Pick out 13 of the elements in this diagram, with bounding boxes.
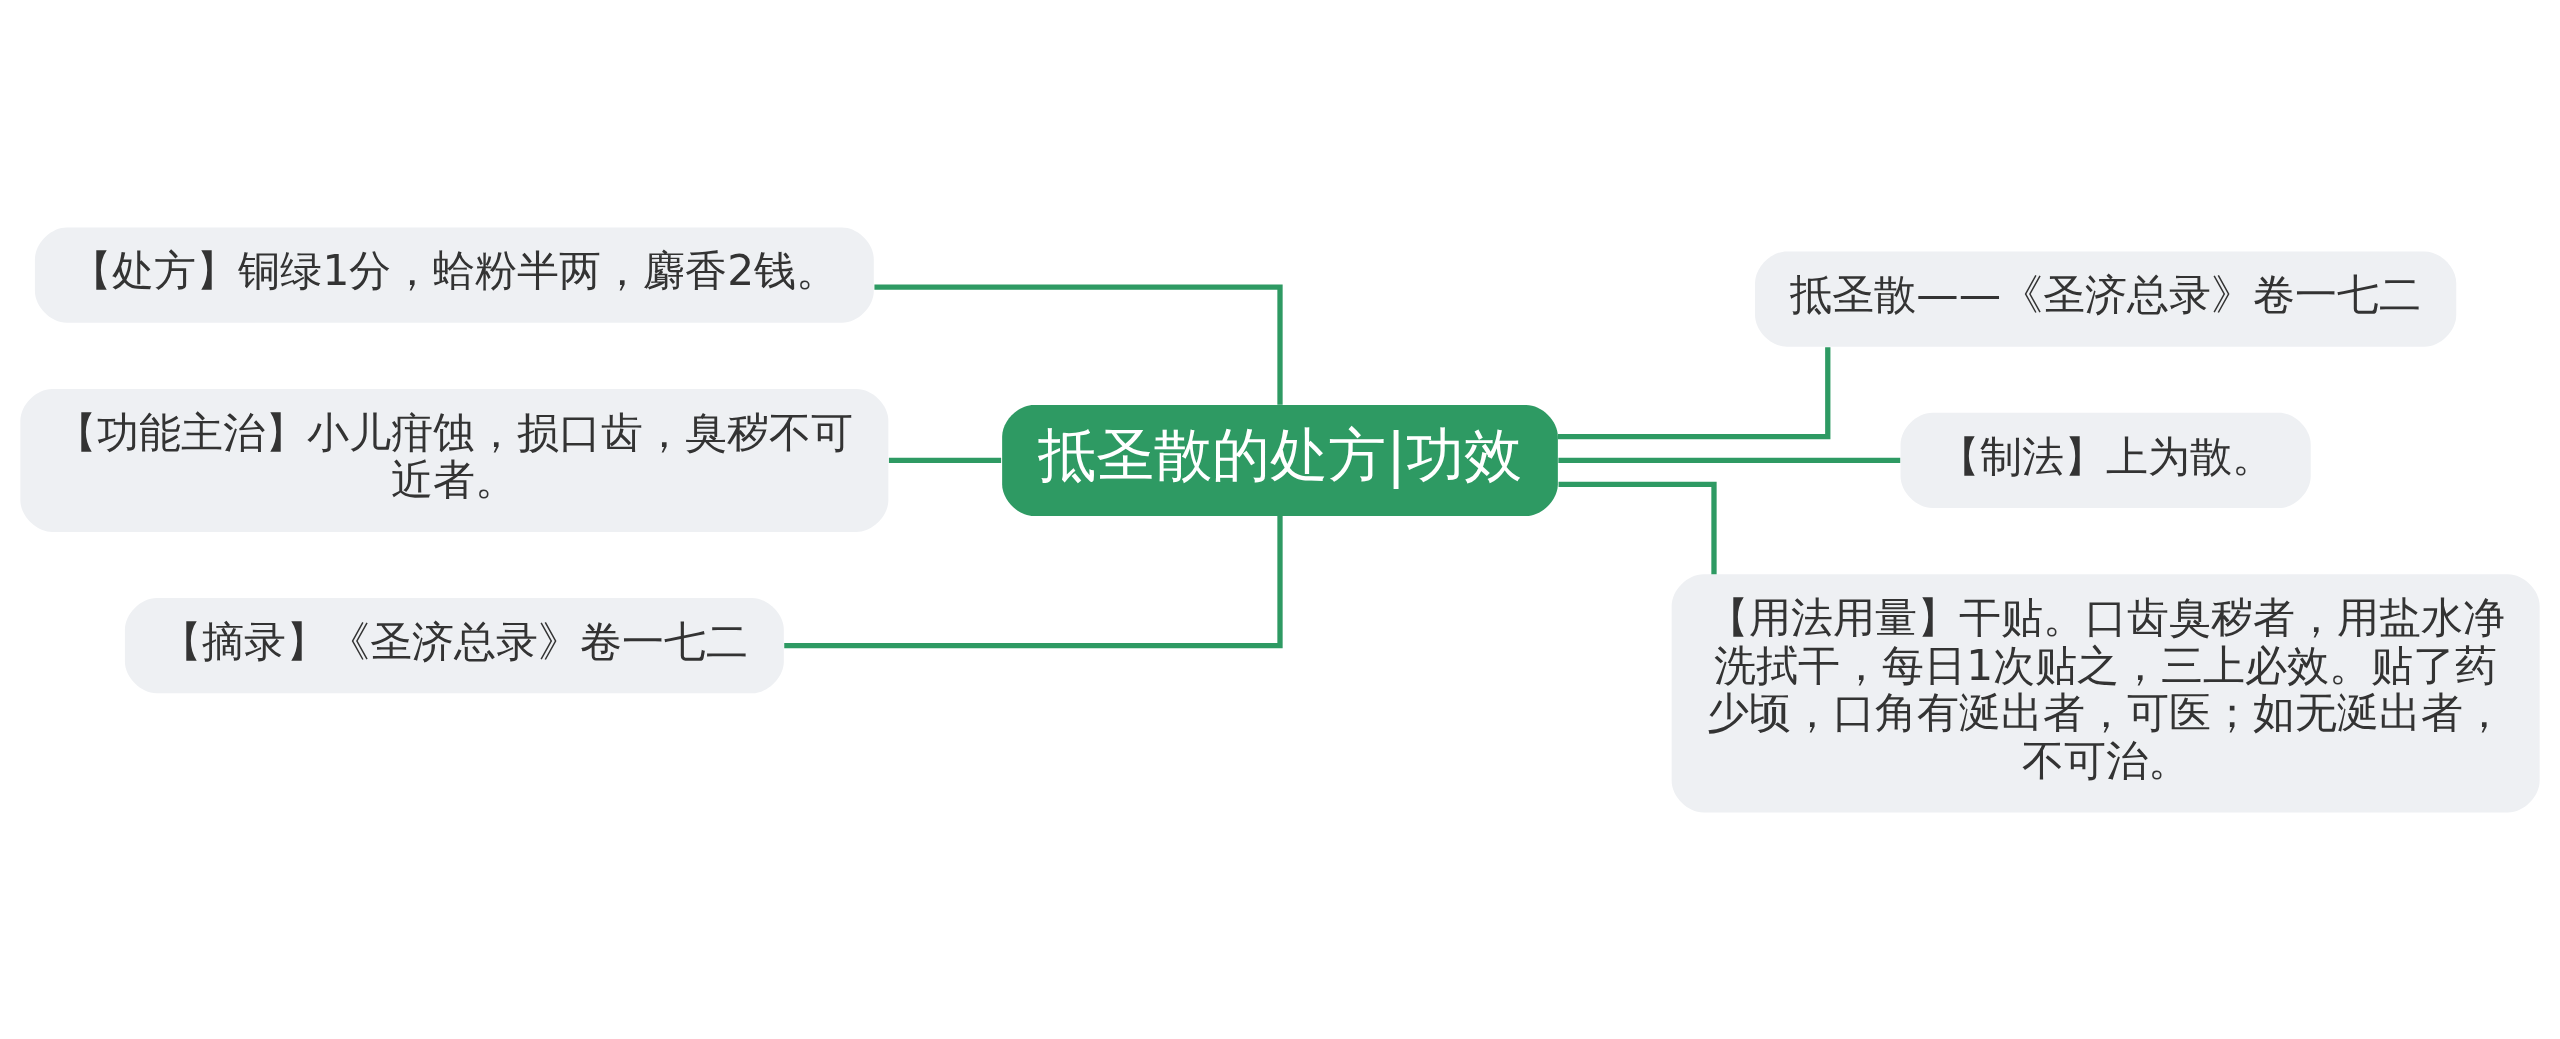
connector: [888, 457, 1002, 463]
connector: [784, 515, 1283, 648]
node-box: 【摘录】《圣济总录》卷一七二: [124, 597, 784, 693]
node-box: 抵圣散的处方|功效: [1002, 404, 1558, 516]
connector: [1558, 457, 1901, 463]
node-box: 【处方】铜绿1分，蛤粉半两，麝香2钱。: [34, 227, 874, 323]
node-box: 抵圣散——《圣济总录》卷一七二: [1755, 250, 2457, 347]
node-box: 【用法用量】干贴。口齿臭秽者，用盐水净洗拭干，每日1次贴之，三上必效。贴了药少顷，口角有涎出者，可医；如无涎出者，不可治。: [1671, 573, 2540, 812]
connector: [1558, 481, 1717, 574]
node-box: 【功能主治】小儿疳蚀，损口齿，臭秽不可近者。: [20, 388, 889, 532]
connector: [1557, 346, 1831, 439]
connector: [874, 284, 1283, 405]
node-box: 【制法】上为散。: [1900, 412, 2311, 508]
